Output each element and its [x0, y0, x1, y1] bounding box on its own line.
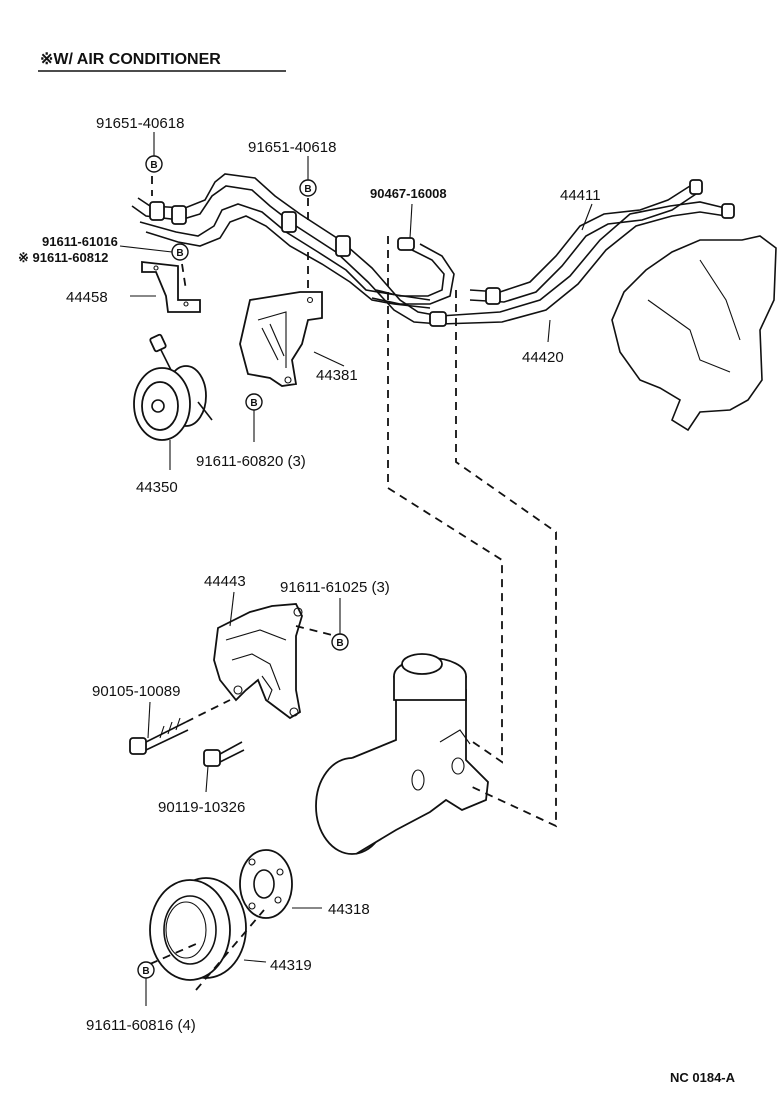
reference-code: NC 0184-A — [670, 1070, 736, 1085]
label-91611-61025: 91611-61025 (3) — [280, 579, 390, 596]
bracket-44381 — [239, 291, 323, 387]
bolt-marker-3: B — [171, 243, 189, 261]
bolt-marker-2: B — [299, 179, 317, 197]
svg-text:B: B — [304, 184, 311, 195]
svg-text:B: B — [176, 248, 183, 259]
label-44458: 44458 — [66, 289, 108, 306]
alignment-lines — [149, 176, 557, 991]
label-44443: 44443 — [204, 573, 246, 590]
svg-text:B: B — [142, 966, 149, 977]
diagram-title: ※W/ AIR CONDITIONER — [40, 51, 221, 68]
pulley-44319 — [149, 877, 247, 981]
svg-text:B: B — [150, 160, 157, 171]
svg-text:B: B — [250, 398, 257, 409]
label-91651-40618-a: 91651-40618 — [96, 115, 184, 132]
idler-pulley-44350 — [133, 333, 213, 441]
svg-text:B: B — [336, 638, 343, 649]
pressure-tube-assembly — [131, 173, 735, 327]
label-44319: 44319 — [270, 957, 312, 974]
label-44318: 44318 — [328, 901, 370, 918]
label-91611-60812: ※ 91611-60812 — [18, 250, 108, 265]
label-90119-10326: 90119-10326 — [158, 799, 245, 816]
label-90105-10089: 90105-10089 — [92, 683, 180, 700]
leader-lines — [119, 132, 593, 1006]
steering-gear-outline — [611, 235, 777, 432]
label-44411: 44411 — [560, 187, 601, 204]
bolt-marker-5: B — [331, 633, 349, 651]
vane-pump — [315, 653, 489, 855]
bolt-marker-1: B — [145, 155, 163, 173]
bolt-marker-6: B — [137, 961, 155, 979]
bracket-44458 — [141, 260, 201, 313]
label-44420: 44420 — [522, 349, 564, 366]
bolt-marker-4: B — [245, 393, 263, 411]
label-91611-61016: 91611-61016 — [42, 234, 118, 249]
label-90467-16008: 90467-16008 — [370, 186, 447, 201]
label-91611-60816: 91611-60816 (4) — [86, 1017, 196, 1034]
bolt-90119-10326 — [203, 741, 245, 767]
plate-44318 — [239, 849, 293, 919]
label-44381: 44381 — [316, 367, 358, 384]
label-91651-40618-b: 91651-40618 — [248, 139, 336, 156]
label-44350: 44350 — [136, 479, 178, 496]
bolt-90105-10089 — [129, 717, 189, 755]
label-91611-60820: 91611-60820 (3) — [196, 453, 306, 470]
pump-bracket-44443 — [213, 603, 303, 720]
